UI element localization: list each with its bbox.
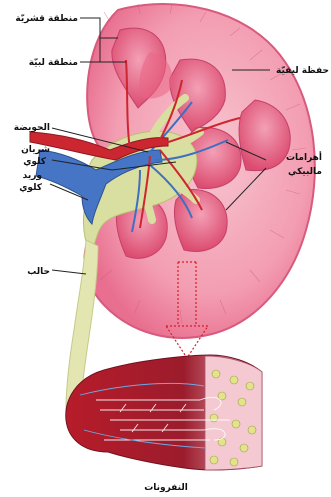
label-cortex: منطقة قشريّة: [15, 14, 78, 24]
label-pyramids-2: مالبيكي: [288, 167, 322, 177]
label-renal-vein-1: وريد: [23, 171, 42, 181]
label-medulla: منطقة لبيّة: [29, 58, 78, 68]
label-pelvis: الحويضة: [14, 123, 50, 133]
label-nephrons: النفرونات: [144, 483, 188, 493]
label-renal-artery-2: كلوي: [23, 157, 47, 167]
label-renal-artery-1: شريان: [21, 145, 50, 155]
label-renal-vein-2: كلوي: [19, 183, 43, 193]
label-capsule: حفظة ليفيّة: [276, 66, 329, 76]
label-ureter: حالب: [27, 267, 50, 277]
label-pyramids-1: أهرامات: [286, 151, 322, 163]
nephron-section: [66, 355, 262, 470]
